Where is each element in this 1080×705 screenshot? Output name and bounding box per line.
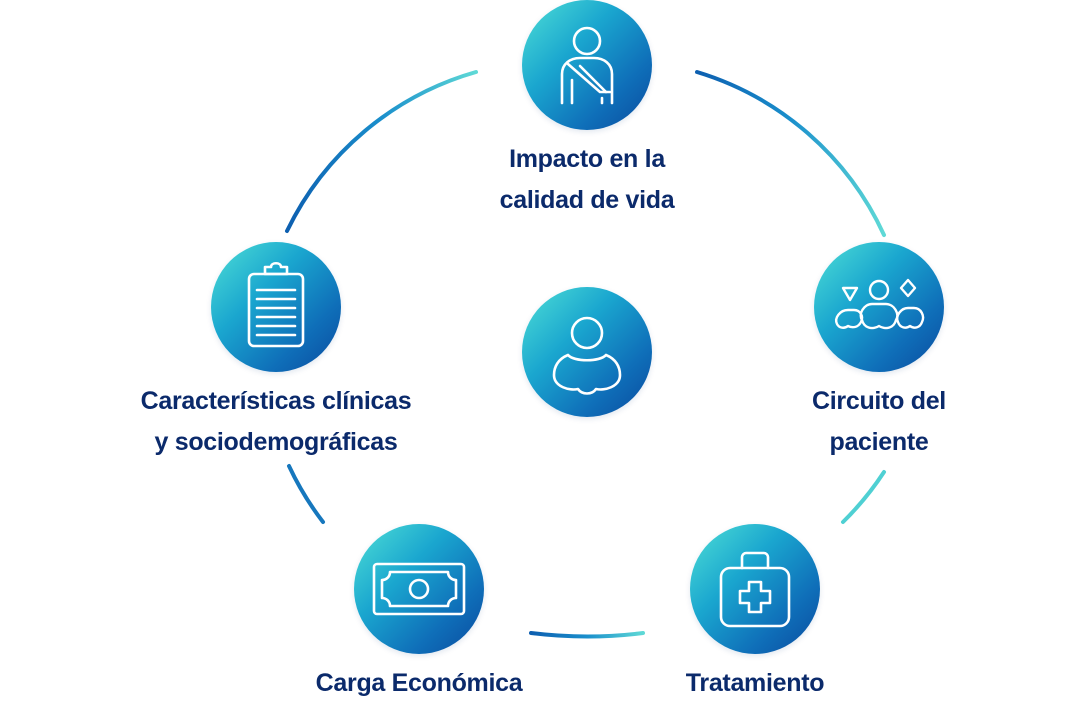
node-circuito-paciente (814, 242, 944, 372)
label-circuito-paciente: Circuito del paciente (774, 381, 984, 463)
ring-arc-top-right (695, 70, 886, 237)
ring-arc-left-lower (287, 464, 325, 524)
label-tratamiento-line-1: Tratamiento (685, 669, 825, 697)
label-caracteristicas: Características clínicas y sociodemográf… (96, 381, 456, 463)
label-caracteristicas-line-1: Características clínicas (140, 387, 412, 415)
injured-arm-sling-icon (560, 26, 614, 105)
label-tratamiento: Tratamiento (655, 663, 855, 704)
label-circuito-paciente-line-2: paciente (829, 428, 929, 456)
label-caracteristicas-line-2: y sociodemográficas (154, 428, 398, 456)
node-carga-economica (354, 524, 484, 654)
label-calidad-vida: Impacto en la calidad de vida (466, 139, 708, 221)
first-aid-kit-icon (719, 551, 791, 628)
label-calidad-vida-line-2: calidad de vida (499, 186, 675, 214)
label-circuito-paciente-line-1: Circuito del (812, 387, 946, 415)
label-calidad-vida-line-1: Impacto en la (509, 145, 665, 173)
ring-arc-right-lower (841, 470, 886, 524)
node-calidad-vida (522, 0, 652, 130)
label-carga-economica: Carga Económica (289, 663, 549, 704)
clipboard-icon (247, 261, 305, 348)
user-icon (552, 316, 622, 395)
ring-arc-top-left (285, 70, 478, 233)
banknote-icon (372, 562, 466, 616)
label-carga-economica-line-1: Carga Económica (315, 669, 523, 697)
ring-arc-bottom (529, 631, 645, 639)
node-caracteristicas (211, 242, 341, 372)
people-group-icon (835, 278, 925, 330)
center-node (522, 287, 652, 417)
node-tratamiento (690, 524, 820, 654)
